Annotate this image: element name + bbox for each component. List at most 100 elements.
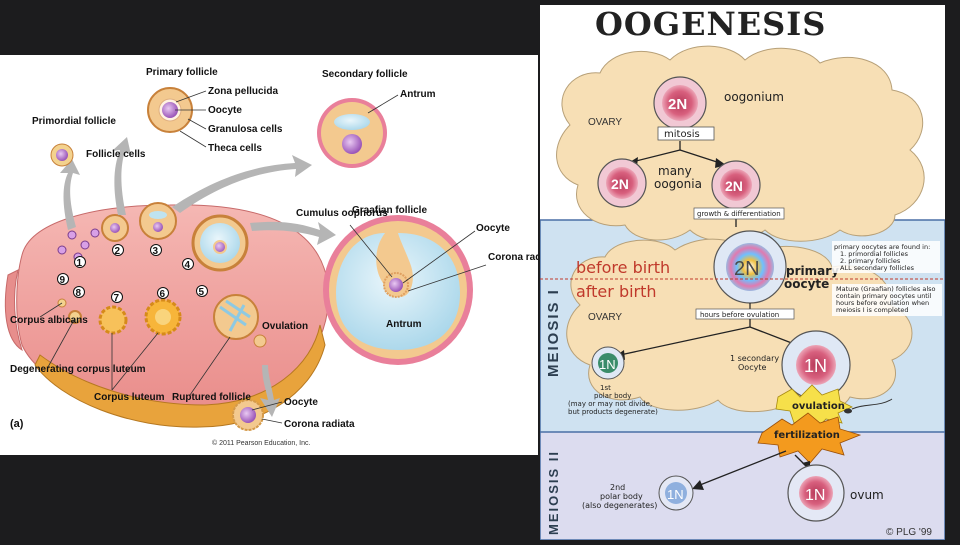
meiosis1-label: MEIOSIS I [545,288,562,377]
second-polar-body-label: 2nd polar body (also degenerates) [582,483,657,510]
antrum-label: Antrum [400,89,436,100]
graafian-leader-lines [349,224,487,292]
oogonia-cell-b-text: 2N [725,178,743,194]
primary-oocyte-cell-text: 2N [734,258,760,280]
oogonium-label: oogonium [724,90,784,104]
zona-pellucida-label: Zona pellucida [208,86,278,97]
stage-number-9: 9 [60,275,66,286]
note-primary-oocytes: primary oocytes are found in: 1. primord… [834,243,932,272]
follicle-diagram-svg: Primordial follicle Follicle cells Prima… [4,67,559,447]
antrum-graafian-label: Antrum [386,319,422,330]
stage-number-3: 3 [153,246,159,257]
corpus-albicans-label: Corpus albicans [10,315,88,326]
note1-line4: ALL secondary follicles [840,264,915,272]
polar2-line3: (also degenerates) [582,501,657,510]
after-birth-label: after birth [576,282,657,301]
cumulus-oophorus-label: Cumulus oophorus [296,208,388,219]
hours-before-ovulation-label: hours before ovulation [700,311,779,319]
note1-line2: 1. primordial follicles [840,250,909,258]
secondary-cell-text: 1N [804,356,827,376]
note1-line1: primary oocytes are found in: [834,243,930,251]
ovary-cloud-top [556,45,925,242]
released-oocyte-label: Oocyte [284,397,318,408]
cumulus-oophorus-text: Cumulus oophorus [296,208,388,219]
fertilization-label: fertilization [774,430,840,441]
primary-oocyte-label: primary oocyte [784,264,843,291]
granulosa-cells-label: Granulosa cells [208,124,283,135]
polar1-line2: polar body [594,392,631,400]
ruptured-follicle-label: Ruptured follicle [172,392,251,403]
ruptured-follicle-in-ovary [213,294,259,340]
stage-number-6: 6 [160,289,166,300]
stage-numbers: 1 2 3 4 5 6 7 8 9 [57,244,208,304]
released-corona-radiata-label: Corona radiata [284,419,355,430]
theca-cells-label: Theca cells [208,143,262,154]
oogenesis-diagram: OOGENESIS OVARY OVARY 2N oogonium mitosi… [539,5,946,541]
corpus-luteum-in-ovary [57,298,182,336]
before-birth-label: before birth [576,258,670,277]
polar1-line3: (may or may not divide, [568,400,652,408]
note-graafian: Mature (Graafian) follicles also contain… [836,285,938,314]
ovulation-burst [775,384,853,430]
corona-radiata-label: Corona radiata [488,252,538,263]
polar1-line4: but products degenerate) [568,408,658,416]
stage-number-8: 8 [76,288,82,299]
ovulation-label: Ovulation [262,321,308,332]
ovulated-oocyte [253,334,267,348]
first-polar-body-label: 1st polar body (may or may not divide, b… [568,384,658,416]
graafian-follicle-label: Graafian follicle [352,205,427,216]
ovum-label: ovum [850,488,884,502]
primary-follicle-label: Primary follicle [146,67,218,78]
degenerating-corpus-luteum-label: Degenerating corpus luteum [10,364,146,375]
corpus-leader-lines [39,302,231,396]
left-copyright: © 2011 Pearson Education, Inc. [212,439,310,447]
secondary-oocyte-label: 1 secondary Oocyte [730,354,782,372]
note1-line3: 2. primary follicles [840,257,901,265]
released-oocyte [232,399,264,431]
corpus-luteum-label: Corpus luteum [94,392,165,403]
stage-number-2: 2 [115,246,121,257]
note2-line1: Mature (Graafian) follicles also [836,285,936,293]
polar2-cell-text: 1N [667,487,684,502]
follicle-cells-label: Follicle cells [86,149,146,160]
secondary-oocyte-line1: 1 secondary [730,354,779,363]
right-copyright: © PLG '99 [886,527,932,538]
oogonia-cell-a-text: 2N [611,176,629,192]
primordial-follicle [50,143,74,167]
stage-number-7: 7 [114,293,120,304]
ovary-label-top: OVARY [588,117,622,128]
many-oogonia-label: many oogonia [654,164,702,191]
note2-line2: contain primary oocytes until [836,292,932,300]
secondary-oocyte-line2: Oocyte [738,363,766,372]
polar2-line1: 2nd [610,483,625,492]
many-oogonia-line1: many [658,164,692,178]
oogonium-cell: 2N [653,76,707,130]
stage-number-1: 1 [77,258,83,269]
stage-number-5: 5 [199,287,205,298]
meiosis2-band [540,432,945,540]
ovulation-label: ovulation [792,401,845,412]
mitosis-label: mitosis [664,129,700,140]
primary-oocyte-line2: oocyte [784,277,829,291]
oogonia-cell-a: 2N [597,158,647,208]
polar2-line2: polar body [600,492,643,501]
oocyte-label: Oocyte [208,105,242,116]
meiosis2-label: MEIOSIS II [546,450,561,535]
note2-line4: meiosis I is completed [836,306,909,314]
oogenesis-svg: OOGENESIS OVARY OVARY 2N oogonium mitosi… [539,5,946,541]
ovum-cell-text: 1N [805,487,825,504]
sperm-head [844,408,852,414]
secondary-follicle [317,98,387,168]
ovum-cell: 1N [787,464,845,522]
panel-letter: (a) [10,418,24,430]
follicle-development-diagram: Primordial follicle Follicle cells Prima… [0,55,559,455]
first-polar-body-cell: 1N [591,346,625,380]
second-polar-body-cell: 1N [658,475,694,511]
ovary-label-bottom: OVARY [588,312,622,323]
sperm-tail [851,398,893,410]
graafian-follicle-in-ovary [191,214,249,272]
primary-follicle-leader-lines [175,90,207,148]
secondary-oocyte-cell: 1N [781,330,851,400]
stage-number-4: 4 [185,260,191,271]
polar1-cell-text: 1N [599,357,616,372]
